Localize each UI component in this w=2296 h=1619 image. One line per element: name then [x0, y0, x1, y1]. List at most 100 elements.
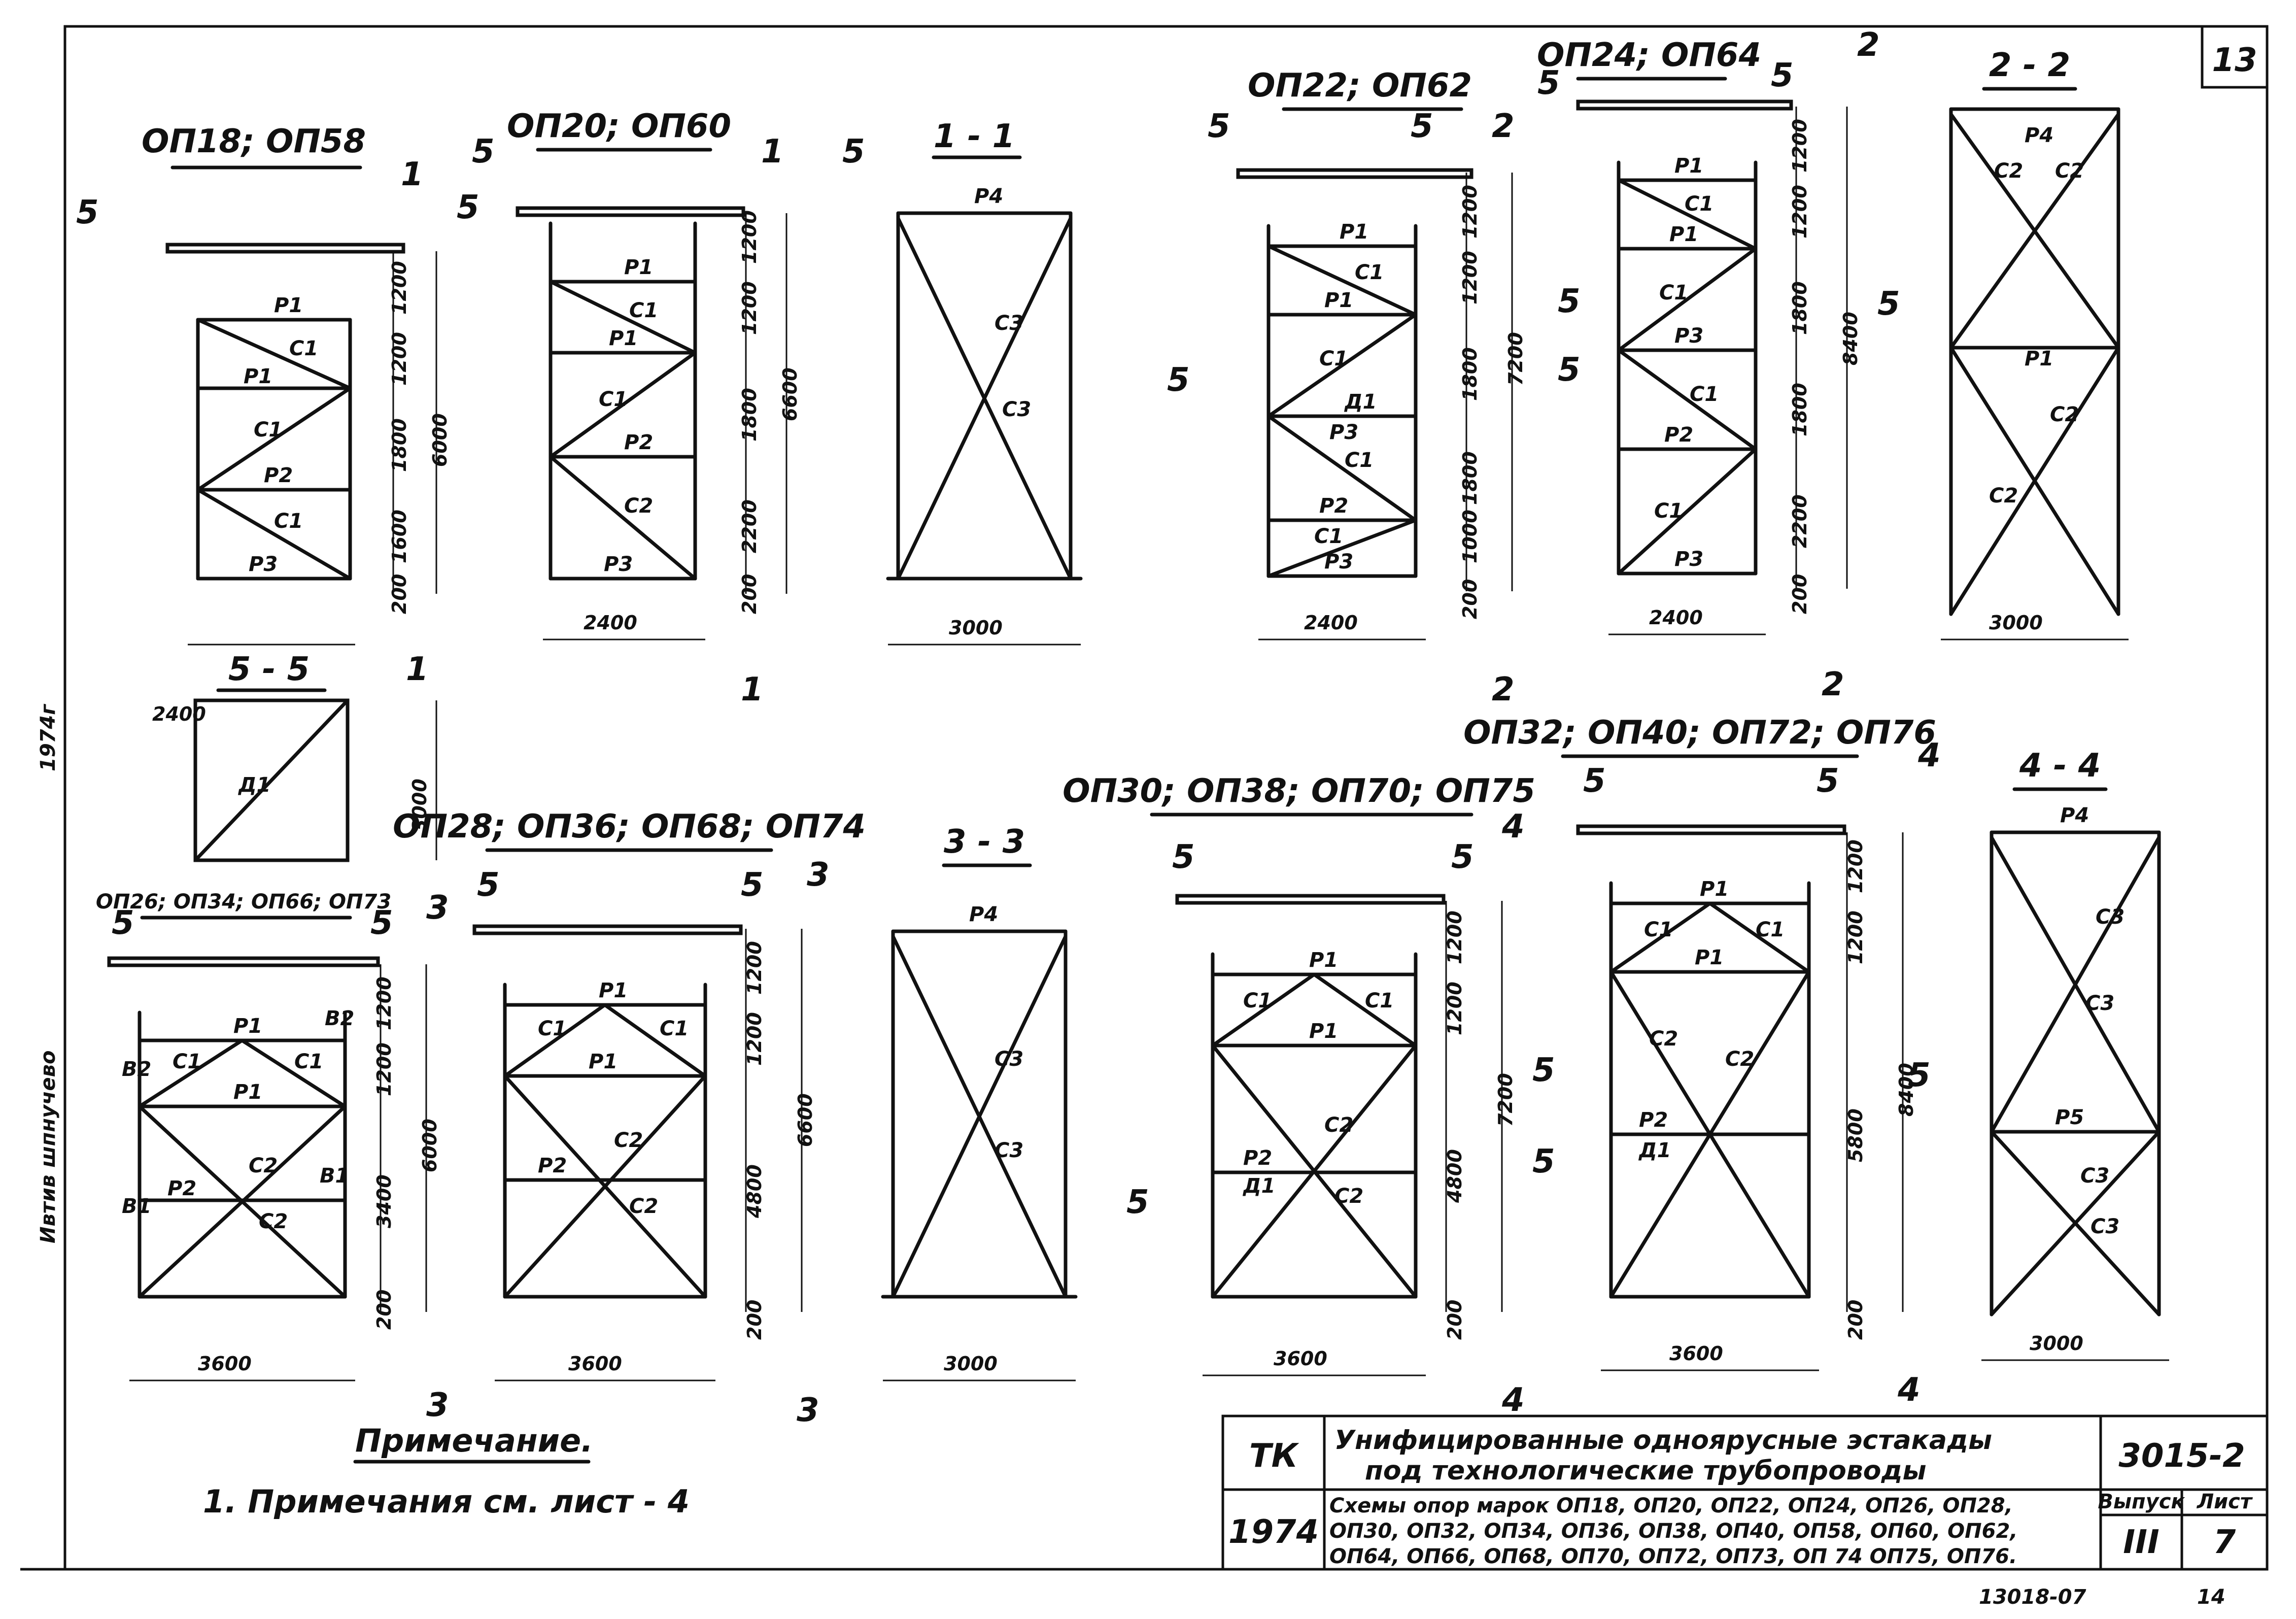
svg-text:5: 5: [1558, 283, 1581, 320]
svg-text:1200: 1200: [373, 976, 395, 1030]
svg-text:Р2: Р2: [1664, 423, 1693, 447]
svg-text:5: 5: [1583, 762, 1606, 800]
svg-text:4800: 4800: [1444, 1149, 1466, 1203]
svg-text:Р4: Р4: [974, 185, 1003, 208]
drawing-op24: ОП24; ОП64 Р1 Р1 Р3 Р2 Р3 С1 С1 С1 С1 24…: [1537, 37, 1862, 635]
svg-text:3400: 3400: [373, 1174, 395, 1228]
svg-text:ОП24; ОП64: ОП24; ОП64: [1537, 37, 1761, 74]
svg-text:1800: 1800: [388, 418, 410, 472]
svg-text:Р1: Р1: [1669, 223, 1698, 246]
svg-text:Р4: Р4: [969, 903, 998, 926]
svg-text:Р2: Р2: [1639, 1108, 1668, 1132]
svg-text:С2: С2: [249, 1154, 278, 1177]
svg-text:Р2: Р2: [624, 431, 653, 454]
svg-text:Р3: Р3: [249, 553, 278, 576]
svg-text:4 - 4: 4 - 4: [2019, 747, 2101, 785]
svg-text:Р1: Р1: [624, 256, 653, 279]
drawing-op18: ОП18; ОП58 Р1 Р1 Р2 Р3 С1 С1 С1 2400 120…: [142, 123, 451, 725]
svg-text:5: 5: [1908, 1057, 1931, 1094]
title-block: ТК 1974 Унифицированные одноярусные эста…: [1221, 1414, 2269, 1571]
svg-text:Д1: Д1: [1344, 390, 1377, 414]
svg-text:5: 5: [112, 904, 134, 942]
sheet-number-box: [2201, 25, 2269, 89]
svg-text:С1: С1: [1365, 989, 1394, 1013]
drawing-op26: ОП26; ОП34; ОП66; ОП73 Р1 Р1 Р2 С1 С1 С2…: [96, 890, 441, 1381]
svg-text:5: 5: [1208, 108, 1230, 145]
svg-text:1200: 1200: [1459, 251, 1481, 305]
svg-text:2400: 2400: [584, 612, 637, 634]
svg-text:3: 3: [807, 856, 830, 894]
svg-text:3600: 3600: [198, 1353, 252, 1375]
svg-text:6600: 6600: [779, 367, 801, 421]
svg-text:Р4: Р4: [2025, 124, 2053, 147]
svg-text:С2: С2: [624, 494, 653, 518]
svg-text:4: 4: [1897, 1371, 1921, 1409]
svg-text:Р2: Р2: [1243, 1146, 1272, 1170]
svg-text:С1: С1: [1659, 281, 1688, 305]
svg-text:5: 5: [472, 133, 495, 171]
svg-text:200: 200: [1444, 1300, 1466, 1340]
svg-text:ОП26; ОП34; ОП66; ОП73: ОП26; ОП34; ОП66; ОП73: [96, 890, 391, 914]
svg-text:С2: С2: [1324, 1114, 1353, 1137]
svg-text:С2: С2: [1334, 1185, 1363, 1208]
svg-text:ОП28; ОП36; ОП68; ОП74: ОП28; ОП36; ОП68; ОП74: [393, 808, 866, 846]
svg-text:С2: С2: [629, 1195, 658, 1218]
bottom-page: 14: [2197, 1586, 2225, 1609]
svg-text:1200: 1200: [1444, 910, 1466, 964]
svg-text:С1: С1: [274, 510, 303, 533]
svg-text:Р1: Р1: [2025, 347, 2053, 370]
svg-text:Р1: Р1: [609, 327, 638, 350]
svg-text:В2: В2: [122, 1058, 151, 1081]
svg-text:Р3: Р3: [1674, 548, 1703, 571]
svg-text:5: 5: [1771, 57, 1794, 94]
svg-text:3600: 3600: [568, 1353, 622, 1375]
bottom-code: 13018-07: [1979, 1586, 2086, 1609]
svg-text:С3: С3: [995, 1048, 1023, 1071]
svg-text:3000: 3000: [944, 1353, 998, 1375]
svg-text:Р1: Р1: [1324, 289, 1353, 312]
svg-text:Р3: Р3: [604, 553, 633, 576]
svg-text:С3: С3: [1002, 398, 1031, 421]
svg-text:Р3: Р3: [1324, 550, 1353, 574]
svg-text:8400: 8400: [1839, 312, 1862, 365]
svg-text:С3: С3: [2096, 905, 2124, 929]
tb-title-line1: Унифицированные одноярусные эстакады: [1334, 1425, 1992, 1456]
svg-text:С1: С1: [1314, 525, 1343, 548]
svg-text:С1: С1: [1654, 499, 1683, 523]
svg-text:С2: С2: [1649, 1027, 1678, 1051]
svg-text:200: 200: [373, 1290, 395, 1330]
svg-text:Р2: Р2: [538, 1154, 567, 1177]
svg-text:3: 3: [797, 1392, 819, 1429]
svg-text:С3: С3: [995, 1139, 1023, 1162]
svg-text:С2: С2: [1994, 159, 2023, 183]
svg-text:1200: 1200: [388, 261, 410, 315]
svg-text:Р3: Р3: [1329, 421, 1358, 444]
svg-text:В1: В1: [320, 1164, 349, 1188]
section-1-1: 1 - 1 Р4 С3 С3 3000: [886, 118, 1083, 646]
svg-text:1800: 1800: [1459, 347, 1481, 401]
svg-text:3000: 3000: [408, 779, 431, 832]
svg-text:С1: С1: [1243, 989, 1272, 1013]
svg-text:7200: 7200: [1494, 1073, 1517, 1127]
margin-note-year: 1974г: [37, 704, 60, 771]
svg-text:Р1: Р1: [1309, 949, 1338, 972]
drawing-op28: ОП28; ОП36; ОП68; ОП74 Р1 Р1 Р2 С1 С1 С2…: [393, 808, 866, 1381]
svg-text:Р1: Р1: [244, 365, 272, 388]
svg-text:4: 4: [1501, 1381, 1525, 1419]
svg-text:Р1: Р1: [599, 979, 628, 1002]
svg-text:1800: 1800: [738, 388, 761, 442]
section-5-5: 5 - 5 Д1 3000: [193, 651, 437, 862]
svg-text:1: 1: [761, 133, 784, 171]
tb-subtitle-line1: Схемы опор марок ОП18, ОП20, ОП22, ОП24,…: [1329, 1494, 2013, 1517]
svg-text:С1: С1: [538, 1017, 567, 1040]
svg-text:С1: С1: [254, 418, 283, 442]
svg-text:Р1: Р1: [1695, 946, 1724, 969]
drawing-op30: ОП30; ОП38; ОП70; ОП75 Р1 Р1 Р2 Д1 С1 С1…: [1063, 772, 1535, 1376]
tb-title-line2: под технологические трубопроводы: [1365, 1456, 1926, 1486]
svg-text:5: 5: [1172, 838, 1195, 876]
svg-text:Д1: Д1: [1242, 1174, 1275, 1198]
svg-text:2200: 2200: [1789, 494, 1811, 548]
svg-text:3000: 3000: [1989, 612, 2043, 634]
svg-text:200: 200: [1459, 579, 1481, 619]
svg-text:Р1: Р1: [274, 294, 303, 317]
